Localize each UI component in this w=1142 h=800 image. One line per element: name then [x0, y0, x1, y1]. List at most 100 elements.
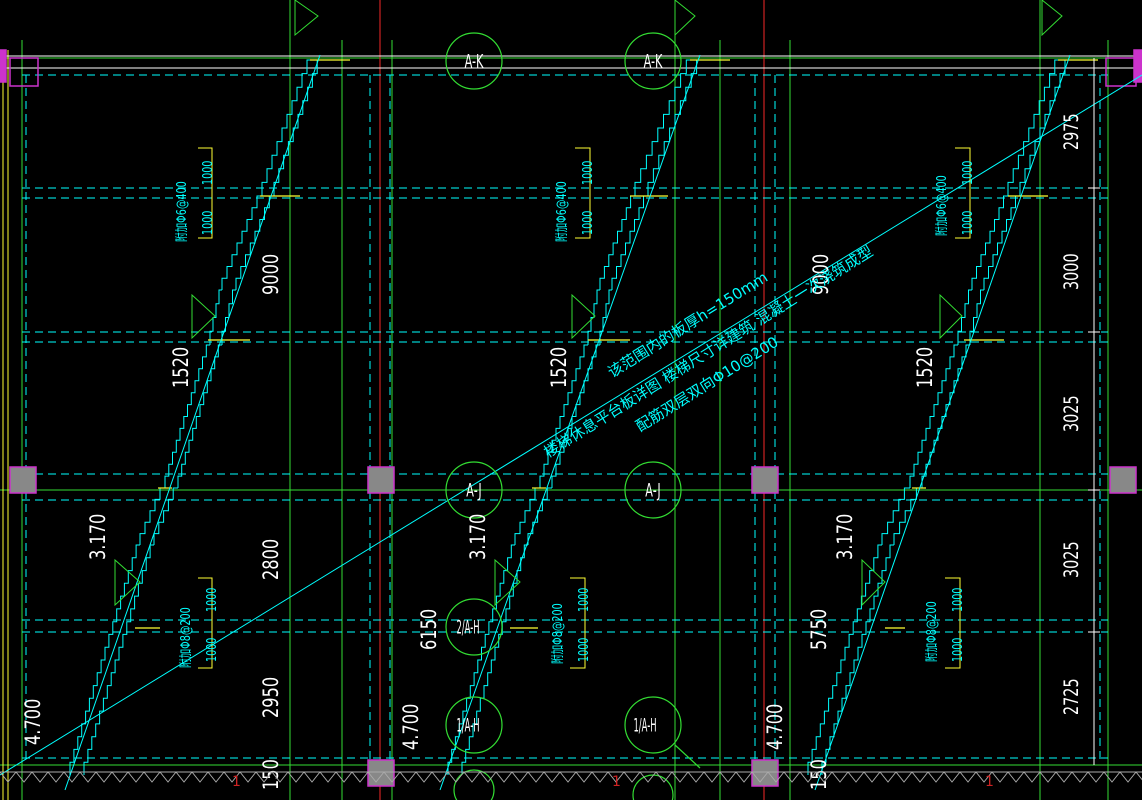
stair-step-line — [139, 487, 165, 545]
stair-step-line — [881, 487, 910, 545]
hatch-mark — [79, 771, 97, 783]
rebar-dim-upper-left-2: 1000 — [199, 211, 215, 235]
hatch-mark — [607, 771, 625, 783]
stair-step-line — [83, 544, 154, 775]
rebar-dim-upper-left-1: 1000 — [199, 161, 215, 185]
stair-step-line — [969, 289, 984, 345]
dim-9000-left: 9000 — [258, 254, 284, 295]
hatch-mark — [127, 771, 145, 783]
rebar-dim-lower-mid-1: 1000 — [575, 588, 591, 612]
hatch-mark — [143, 771, 161, 783]
hatch-mark — [319, 771, 337, 783]
stair-step-line — [971, 195, 1008, 290]
hatch-mark — [511, 771, 529, 783]
rebar-dim-upper-right-1: 1000 — [959, 161, 975, 185]
hatch-mark — [927, 771, 945, 783]
hatch-mark — [703, 771, 721, 783]
stair-step-line — [153, 487, 178, 545]
rebar-note-lower-left: 附加Φ8@200 — [177, 607, 193, 668]
section-mark-1-left: 1 — [232, 774, 241, 790]
hatch-mark — [271, 771, 289, 783]
stair-step-line — [527, 487, 552, 545]
hatch-mark — [879, 771, 897, 783]
stair-step-line — [461, 544, 528, 775]
dim-3025-lower: 3025 — [1061, 541, 1084, 578]
hatch-mark — [751, 771, 769, 783]
rebar-dim-lower-right-1: 1000 — [949, 588, 965, 612]
stair-step-line — [514, 487, 540, 545]
grid-bubble-a-k-left: A-K — [465, 51, 485, 73]
hatch-mark — [623, 771, 641, 783]
hatch-mark — [0, 771, 17, 783]
hatch-mark — [111, 771, 129, 783]
hatch-mark — [655, 771, 673, 783]
stair-step-line — [273, 59, 322, 196]
dim-2950: 2950 — [258, 677, 284, 718]
hatch-mark — [239, 771, 257, 783]
note-stair-detail: 楼梯休息平台板详图 楼梯尺寸详建筑 混凝土一次浇筑成型 — [541, 242, 877, 461]
rebar-dim-upper-mid-2: 1000 — [579, 211, 595, 235]
hatch-mark — [287, 771, 305, 783]
columns — [0, 49, 1142, 787]
rebar-note-upper-mid: 附加Φ6@400 — [553, 181, 569, 242]
hatch-mark — [47, 771, 65, 783]
hatch-mark — [575, 771, 593, 783]
dim-150-left: 150 — [258, 759, 284, 790]
stair-step-line — [647, 59, 702, 196]
dim-3170-right: 3.170 — [832, 514, 858, 560]
hatch-mark — [1087, 771, 1105, 783]
hatch-mark — [1071, 771, 1089, 783]
stair-step-line — [983, 195, 1020, 290]
hatch-mark — [1119, 771, 1137, 783]
rebar-dim-upper-right-2: 1000 — [959, 211, 975, 235]
stair-step-line — [634, 59, 692, 196]
hatch-mark — [63, 771, 81, 783]
hatch-mark — [367, 771, 385, 783]
grid-bubble-a-j-right: A-J — [645, 480, 660, 502]
hatch-mark — [1023, 771, 1041, 783]
hatch-mark — [223, 771, 241, 783]
hatch-mark — [543, 771, 561, 783]
stair-step-line — [599, 195, 635, 290]
hatch-mark — [159, 771, 177, 783]
section-mark-1-mid: 1 — [612, 774, 621, 790]
beam-lines — [22, 74, 1108, 760]
hatch-mark — [783, 771, 801, 783]
grid-bubble-2a-h: 2/A-H — [456, 618, 479, 639]
rebar-dim-upper-mid-1: 1000 — [579, 161, 595, 185]
dim-3170-mid: 3.170 — [465, 514, 491, 560]
rebar-dim-lower-left-2: 1000 — [203, 638, 219, 662]
hatch-mark — [303, 771, 321, 783]
hatch-mark — [447, 771, 465, 783]
dim-1520-mid: 1520 — [546, 347, 572, 388]
stair-step-line — [1007, 59, 1060, 196]
grid-bubbles — [445, 32, 701, 800]
stair-step-line — [209, 289, 222, 345]
hatch-mark — [527, 771, 545, 783]
axis-red-lines — [379, 0, 765, 800]
rebar-dim-lower-left-1: 1000 — [203, 588, 219, 612]
hatch-mark — [31, 771, 49, 783]
hatch-mark — [351, 771, 369, 783]
stair-step-line — [611, 195, 648, 290]
hatch-mark — [671, 771, 689, 783]
hatch-mark — [255, 771, 273, 783]
stair-step-line — [909, 344, 958, 488]
dim-6150: 6150 — [416, 609, 442, 650]
dim-3025-upper: 3025 — [1061, 395, 1084, 432]
rebar-note-lower-right: 附加Φ8@200 — [923, 601, 939, 662]
level-triangles — [114, 0, 1063, 607]
hatch-mark — [207, 771, 225, 783]
grid-bubble-a-j-left: A-J — [466, 480, 481, 502]
bottom-foundation-line — [0, 771, 1142, 783]
stair-step-line — [599, 289, 612, 345]
rebar-brackets — [198, 147, 971, 669]
dim-1520-left: 1520 — [168, 347, 194, 388]
hatch-mark — [383, 771, 401, 783]
stair-step-line — [957, 289, 972, 345]
stair-step-line — [177, 344, 222, 488]
hatch-mark — [911, 771, 929, 783]
dim-5750: 5750 — [806, 609, 832, 650]
